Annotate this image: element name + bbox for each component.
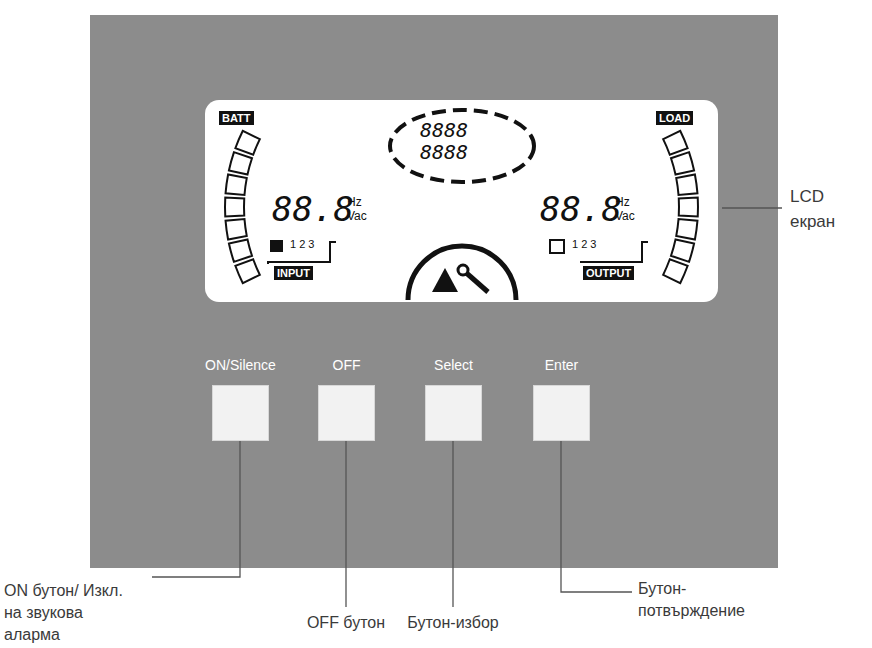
leader-line (561, 441, 632, 592)
push-button: Select (425, 385, 482, 441)
plug-icon (270, 240, 283, 252)
callout-label: Бутон-потвърждение (638, 578, 766, 622)
warning-arch (408, 246, 516, 300)
leader-lines (152, 208, 782, 607)
battery-tag: BATT (219, 111, 254, 125)
push-button: ON/Silence (212, 385, 269, 441)
level-segment (679, 197, 698, 216)
wrench-head (458, 265, 468, 275)
load-ring (390, 110, 534, 182)
level-segment (235, 131, 260, 155)
output-group: 1 2 3 (572, 239, 596, 250)
level-segment (225, 197, 244, 216)
level-segment (229, 152, 252, 174)
button-label: Select (434, 357, 473, 373)
callout-label: Бутон-избор (407, 612, 498, 634)
level-segment (671, 152, 694, 174)
segment-digits: 8888 (420, 120, 468, 140)
unit-label: Hz (347, 196, 362, 208)
input-group: 1 2 3 (290, 239, 314, 250)
callout-label: LCD екран (790, 184, 870, 234)
level-segment (671, 239, 694, 261)
leader-line (345, 441, 346, 607)
lcd-screen (205, 100, 718, 302)
level-segment (226, 219, 247, 239)
button-label: OFF (333, 357, 361, 373)
input-reading: 88.8 (272, 192, 354, 226)
push-button: OFF (318, 385, 375, 441)
button-label: Enter (545, 357, 578, 373)
load-tag: LOAD (656, 111, 693, 125)
warning-icon (432, 268, 458, 292)
button-label: ON/Silence (205, 357, 276, 373)
front-panel (90, 15, 778, 568)
unit-label: Vac (347, 210, 367, 222)
output-reading: 88.8 (540, 192, 622, 226)
level-segment (226, 175, 247, 195)
callout-label: ON бутон/ Изкл. на звукова аларма (4, 580, 139, 646)
unit-label: Vac (615, 210, 635, 222)
level-segment (663, 259, 688, 283)
leader-line (452, 441, 453, 607)
level-segment (663, 131, 688, 155)
segment-digits: 8888 (420, 142, 468, 162)
level-segment (229, 239, 252, 261)
level-segment (676, 219, 697, 239)
push-button: Enter (533, 385, 590, 441)
leader-line (152, 441, 240, 577)
output-tag: OUTPUT (583, 266, 634, 280)
input-tag: INPUT (274, 266, 313, 280)
level-segment (676, 175, 697, 195)
leader-line (722, 207, 782, 208)
unit-label: Hz (615, 196, 630, 208)
level-bars (225, 131, 698, 283)
callout-label: OFF бутон (307, 612, 385, 634)
level-segment (235, 259, 260, 283)
socket-icon (550, 240, 564, 253)
